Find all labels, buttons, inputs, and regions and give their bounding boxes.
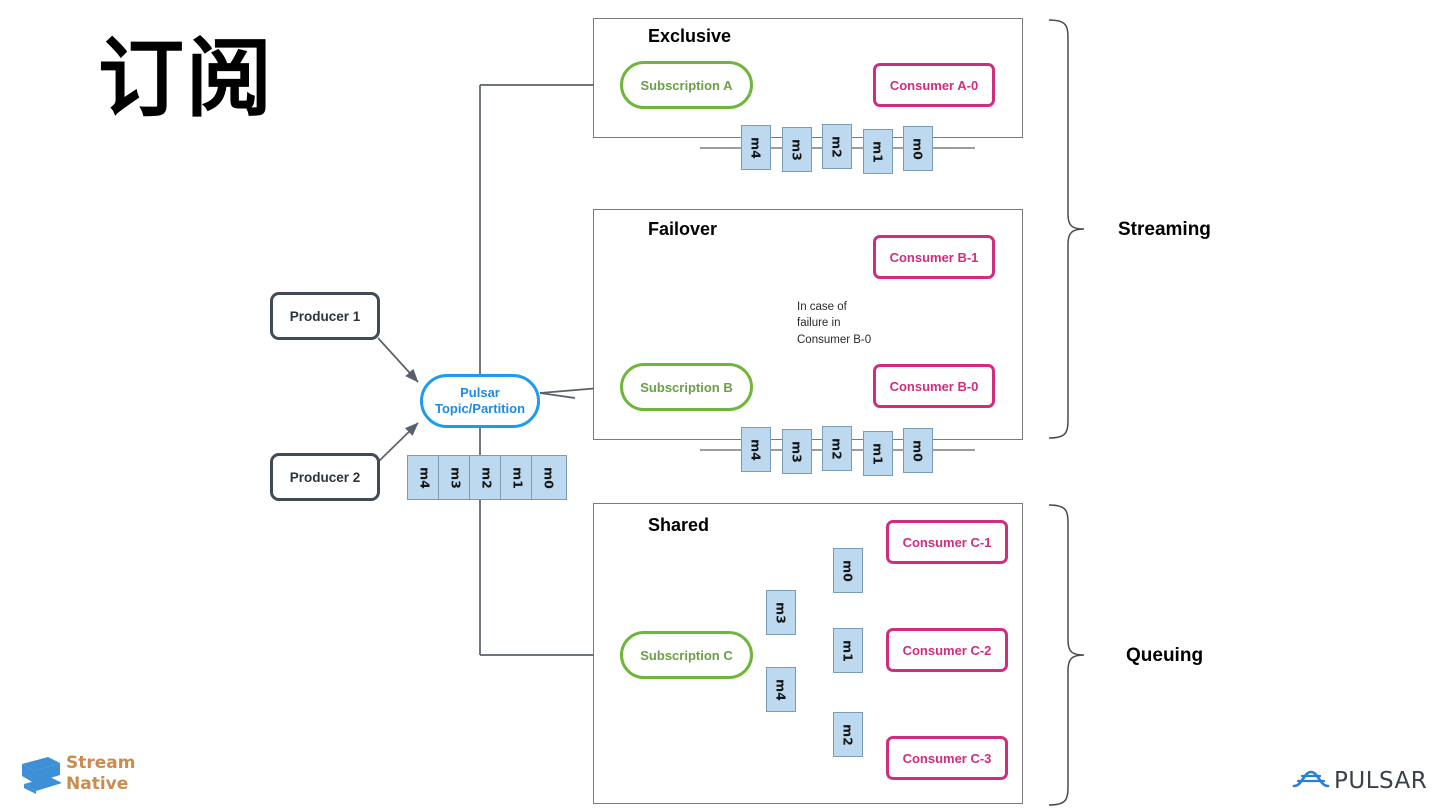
consumer-c-3-label: Consumer C-3 — [902, 750, 992, 766]
subscription-b-label: Subscription B — [640, 379, 733, 395]
producer-2-box[interactable]: Producer 2 — [270, 453, 380, 501]
exclusive-message-m1: m1 — [863, 129, 893, 174]
shared-message-m3: m3 — [766, 590, 796, 635]
shared-message-m4: m4 — [766, 667, 796, 712]
shared-message-m2-label: m2 — [840, 723, 856, 746]
failover-message-m2: m2 — [822, 426, 852, 471]
subscription-a-label: Subscription A — [640, 77, 733, 93]
failover-note-line-1: In case of — [797, 301, 847, 313]
subscription-c-label: Subscription C — [640, 647, 733, 663]
topic-message-m0-label: m0 — [541, 466, 557, 489]
failover-message-m4-label: m4 — [748, 438, 764, 461]
bracket-queuing — [1048, 504, 1085, 806]
streamnative-wordmark: Stream Native — [66, 753, 135, 795]
exclusive-message-m4-label: m4 — [748, 136, 764, 159]
shared-message-m0: m0 — [833, 548, 863, 593]
shared-message-m1-label: m1 — [840, 639, 856, 662]
streamnative-mark-icon — [22, 757, 62, 794]
shared-message-m1: m1 — [833, 628, 863, 673]
topic-message-m3-label: m3 — [448, 466, 464, 489]
topic-message-m0: m0 — [531, 455, 567, 500]
topic-message-m4-label: m4 — [417, 466, 433, 489]
consumer-b-1-label: Consumer B-1 — [889, 249, 979, 265]
bracket-label-queuing: Queuing — [1126, 645, 1204, 666]
producer-1-label: Producer 1 — [289, 308, 361, 324]
exclusive-message-m2-label: m2 — [829, 135, 845, 158]
subscription-a-node[interactable]: Subscription A — [620, 61, 753, 109]
page-title: 订阅 — [98, 29, 274, 129]
failover-message-m1-label: m1 — [870, 442, 886, 465]
producer-1-box[interactable]: Producer 1 — [270, 292, 380, 340]
shared-message-m4-label: m4 — [773, 678, 789, 701]
shared-message-m3-label: m3 — [773, 601, 789, 624]
failover-message-m4: m4 — [741, 427, 771, 472]
consumer-c-2-box[interactable]: Consumer C-2 — [886, 628, 1008, 672]
consumer-c-3-box[interactable]: Consumer C-3 — [886, 736, 1008, 780]
wire-topic-out — [539, 392, 576, 399]
consumer-a-0-box[interactable]: Consumer A-0 — [873, 63, 995, 107]
pulsar-topic-node[interactable]: Pulsar Topic/Partition — [420, 374, 540, 428]
failover-message-m0: m0 — [903, 428, 933, 473]
failover-note-line-2: failure in — [797, 317, 841, 330]
subscription-b-node[interactable]: Subscription B — [620, 363, 753, 411]
failover-message-m0-label: m0 — [910, 439, 926, 462]
consumer-c-2-label: Consumer C-2 — [902, 642, 992, 658]
exclusive-message-m0: m0 — [903, 126, 933, 171]
consumer-c-1-label: Consumer C-1 — [902, 534, 992, 550]
wire-producer1-to-topic — [377, 337, 419, 383]
pulsar-wordmark: PULSAR — [1334, 768, 1428, 794]
topic-message-m1-label: m1 — [510, 466, 526, 489]
exclusive-message-m0-label: m0 — [910, 137, 926, 160]
shared-message-m2: m2 — [833, 712, 863, 757]
bracket-streaming — [1048, 19, 1085, 439]
topic-message-m2-label: m2 — [479, 466, 495, 489]
streamnative-line-2: Native — [66, 774, 129, 795]
streamnative-logo: Stream Native — [18, 752, 148, 798]
producer-2-label: Producer 2 — [289, 469, 361, 485]
bracket-label-streaming: Streaming — [1118, 219, 1211, 240]
exclusive-message-m3-label: m3 — [789, 138, 805, 161]
failover-message-m3-label: m3 — [789, 440, 805, 463]
pulsar-logo: PULSAR — [1290, 766, 1428, 800]
failover-message-m3: m3 — [782, 429, 812, 474]
consumer-c-1-box[interactable]: Consumer C-1 — [886, 520, 1008, 564]
shared-message-m0-label: m0 — [840, 559, 856, 582]
failover-note-line-3: Consumer B-0 — [797, 333, 872, 346]
exclusive-message-m3: m3 — [782, 127, 812, 172]
consumer-a-0-label: Consumer A-0 — [889, 77, 979, 93]
exclusive-message-m1-label: m1 — [870, 140, 886, 163]
failover-message-m1: m1 — [863, 431, 893, 476]
topic-line-1: Pulsar — [460, 385, 500, 401]
pulsar-mark-icon — [1292, 770, 1330, 788]
panel-failover-title: Failover — [648, 219, 718, 239]
consumer-b-0-label: Consumer B-0 — [889, 378, 979, 394]
subscription-c-node[interactable]: Subscription C — [620, 631, 753, 679]
topic-line-2: Topic/Partition — [434, 401, 526, 416]
consumer-b-1-box[interactable]: Consumer B-1 — [873, 235, 995, 279]
failover-message-m2-label: m2 — [829, 437, 845, 460]
streamnative-line-1: Stream — [66, 753, 136, 773]
exclusive-message-m2: m2 — [822, 124, 852, 169]
failover-annotation: In case of failure in Consumer B-0 — [797, 299, 871, 348]
topic-message-m3: m3 — [438, 455, 474, 500]
exclusive-message-m4: m4 — [741, 125, 771, 170]
panel-exclusive-title: Exclusive — [648, 26, 732, 46]
panel-shared-title: Shared — [648, 515, 710, 535]
consumer-b-0-box[interactable]: Consumer B-0 — [873, 364, 995, 408]
